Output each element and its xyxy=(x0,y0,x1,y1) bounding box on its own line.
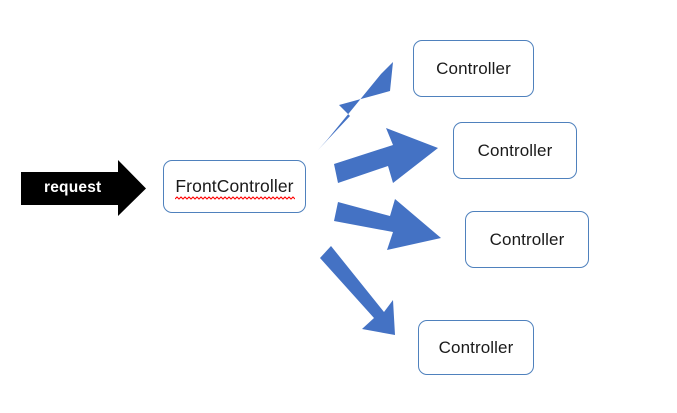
front-controller-label: FrontController xyxy=(175,175,294,196)
controller-box-1-label: Controller xyxy=(436,58,511,78)
controller-box-2-label: Controller xyxy=(477,140,553,160)
controller-box-4[interactable]: Controller xyxy=(418,320,534,375)
arrow-to-controller-2-shape xyxy=(334,128,438,183)
request-arrow-label: request xyxy=(44,179,102,196)
controller-box-1[interactable]: Controller xyxy=(413,40,534,97)
controller-box-4-label: Controller xyxy=(438,337,514,357)
controller-box-3[interactable]: Controller xyxy=(465,211,589,268)
arrow-to-controller-1-shape xyxy=(318,62,393,150)
arrow-to-controller-4-shape xyxy=(320,246,395,335)
request-arrow-shape xyxy=(21,160,146,216)
arrow-to-controller-3-shape xyxy=(334,199,441,250)
front-controller-box[interactable]: FrontController xyxy=(163,160,306,213)
controller-box-3-label: Controller xyxy=(489,229,565,249)
spellcheck-squiggle-icon xyxy=(175,196,296,200)
front-controller-label-wrap: FrontController xyxy=(175,175,296,200)
controller-box-2[interactable]: Controller xyxy=(453,122,577,179)
